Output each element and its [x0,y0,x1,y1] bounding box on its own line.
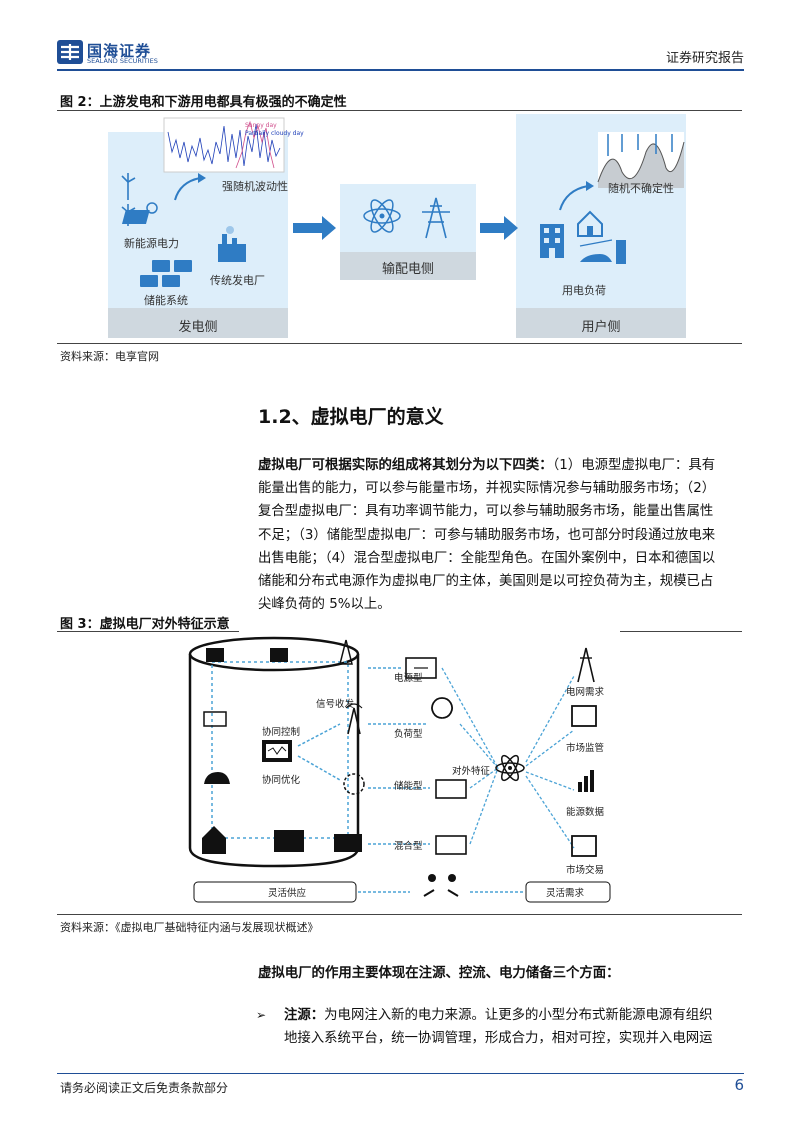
figure2-top-rule [57,110,742,111]
logo [57,40,83,64]
figure2-source: 资料来源：电享官网 [60,350,159,363]
label-storage: 储能系统 [144,294,188,307]
para1: 虚拟电厂可根据实际的组成将其划分为以下四类：（1）电源型虚拟电厂：具有 能量出售… [258,454,744,616]
figure2-title: 图 2：上游发电和下游用电都具有极强的不确定性 [60,95,347,110]
label-energy-data: 能源数据 [566,807,605,818]
chart-legend-sunny: Sunny day [245,122,277,129]
bullet1: 注源：为电网注入新的电力来源。让更多的小型分布式新能源电源有组织 地接入系统平台… [284,1004,744,1050]
figure3-bottom-rule [57,914,742,915]
label-storage-type: 储能型 [394,781,423,792]
para1-line: 储能和分布式电源作为虚拟电厂的主体，美国则是以可控负荷为主，规模已占 [258,574,714,590]
logo-text-en: SEALAND SECURITIES [87,57,158,65]
panel-user: 用户侧 [581,320,621,335]
para2: 虚拟电厂的作用主要体现在注源、控流、电力储备三个方面： [258,966,620,981]
label-power-type: 电源型 [394,673,423,684]
label-flex-demand: 灵活需求 [546,888,585,899]
label-market-monitor: 市场监管 [566,743,605,754]
figure3-top-rule-left [57,631,239,632]
para1-line: 出售电能；（4）混合型虚拟电厂：全能型角色。在国外案例中，日本和德国以 [258,550,716,566]
footer-disclaimer: 请务必阅读正文后免责条款部分 [60,1081,229,1095]
label-signal: 信号收发 [316,699,355,710]
footer-rule [57,1073,744,1074]
para1-line: 不足；（3）储能型虚拟电厂：可参与辅助服务市场，也可部分时段通过放电来 [258,527,716,543]
label-volatility: 强随机波动性 [222,180,288,193]
para1-line: 复合型虚拟电厂：具有功率调节能力，可以参与辅助服务市场，能量出售属性 [258,504,714,520]
para1-line: 尖峰负荷的 5%以上。 [258,597,391,613]
panel-generation: 发电侧 [178,320,218,335]
para1-line1-tail: （1）电源型虚拟电厂：具有 [552,458,716,473]
figure2-diagram [60,112,740,340]
figure3-diagram [180,634,620,910]
report-type: 证券研究报告 [665,51,744,66]
bullet1-line2: 地接入系统平台，统一协调管理，形成合力，相对可控，实现并入电网运 [284,1031,713,1047]
section-heading: 1.2、虚拟电厂的意义 [258,406,444,428]
bullet1-marker: ➢ [256,1008,267,1022]
bullet1-lead: 注源： [284,1008,325,1023]
label-load: 用电负荷 [562,284,606,297]
label-external: 对外特征 [452,766,491,777]
label-grid-demand: 电网需求 [566,687,605,698]
para1-line: 能量出售的能力，可以参与能量市场，并视实际情况参与辅助服务市场；（2） [258,481,716,497]
panel-transmission: 输配电侧 [381,262,434,277]
bullet1-line1: 注源：为电网注入新的电力来源。让更多的小型分布式新能源电源有组织 [284,1004,744,1027]
label-coord-control: 协同控制 [262,727,301,738]
label-load-type: 负荷型 [394,729,423,740]
figure3-source: 资料来源：《虚拟电厂基础特征内涵与发展现状概述》 [60,921,319,934]
label-uncertainty: 随机不确定性 [608,182,674,195]
para1-lead: 虚拟电厂可根据实际的组成将其划分为以下四类： [258,458,553,473]
label-new-energy: 新能源电力 [124,237,179,250]
chart-legend-cloudy: Partially cloudy day [245,130,304,137]
label-flex-supply: 灵活供应 [268,888,307,899]
page-number: 6 [734,1076,744,1094]
figure3-title: 图 3：虚拟电厂对外特征示意 [60,617,230,632]
label-coord-opt: 协同优化 [262,775,301,786]
logo-text-cn: 国海证券 [87,42,152,60]
bullet1-line1-text: 为电网注入新的电力来源。让更多的小型分布式新能源电源有组织 [324,1008,713,1023]
label-market-trade: 市场交易 [566,865,605,876]
label-traditional: 传统发电厂 [210,274,265,287]
para1-line1: 虚拟电厂可根据实际的组成将其划分为以下四类：（1）电源型虚拟电厂：具有 [258,454,744,477]
figure3-top-rule-right [620,631,742,632]
label-hybrid-type: 混合型 [394,841,423,852]
figure2-bottom-rule [57,343,742,344]
header-rule [57,69,744,71]
